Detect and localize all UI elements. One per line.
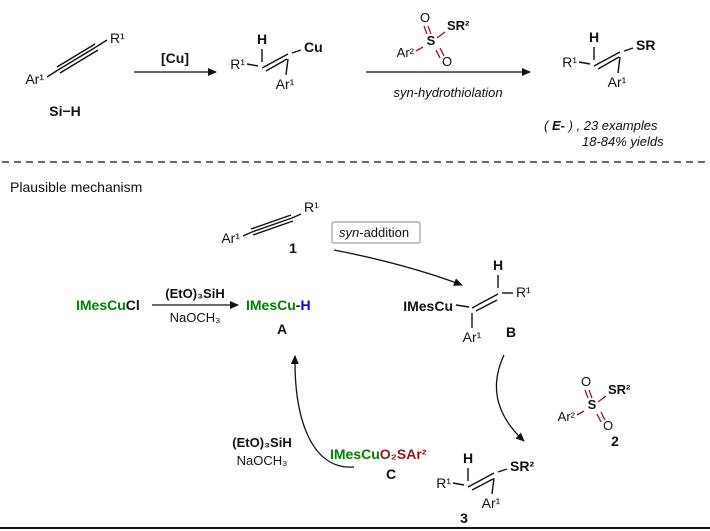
oxygen-bottom-label: O: [442, 54, 452, 69]
r1-label: R¹: [562, 54, 577, 70]
stereo-examples-note: ( E- ) , 23 examples: [544, 118, 658, 133]
ar2-label: Ar²: [397, 45, 415, 60]
addition-text: -addition: [359, 225, 409, 240]
syn-addition-label: syn-addition: [339, 225, 409, 240]
hydride-h: H: [300, 297, 310, 313]
h-label: H: [493, 257, 503, 273]
thiosulfonate-bonds: [415, 25, 446, 59]
imescu-part: IMesCu: [76, 297, 126, 313]
e-configuration-label: E-: [552, 118, 565, 133]
thiosulfonate-reagent-structure: O S SR² Ar² O: [397, 10, 470, 69]
compound-3-label: 3: [460, 510, 468, 526]
yields-note: 18-84% yields: [582, 134, 664, 149]
ar1-label: Ar¹: [482, 495, 501, 511]
cu-label: Cu: [304, 39, 323, 55]
species-a-label: A: [277, 321, 287, 337]
sulfur-label: S: [427, 33, 436, 48]
sulfinate-part: O₂SAr²: [380, 446, 427, 462]
cu-catalyst-label: [Cu]: [161, 50, 189, 66]
base-label: NaOCH₃: [237, 453, 288, 468]
h-label: H: [589, 29, 599, 45]
imescu-part: IMesCu: [246, 297, 296, 313]
oxygen-top-label: O: [420, 10, 430, 25]
species-b-label: B: [506, 324, 516, 340]
ar1-label: Ar¹: [276, 76, 295, 92]
vinyl-sulfide-product-structure: H SR R¹ Ar¹: [562, 29, 655, 90]
imescu-part: IMesCu: [330, 446, 380, 462]
silane-label: (EtO)₃SiH: [165, 286, 224, 301]
alkyne-substrate-structure: Ar¹ R¹ Si−H: [25, 30, 125, 119]
r1-label: R¹: [304, 199, 319, 215]
r1-label: R¹: [230, 56, 245, 72]
cl-part: Cl: [126, 297, 140, 313]
ar1-label: Ar¹: [608, 74, 627, 90]
sulfur-label: S: [588, 397, 597, 412]
syn-italic: syn: [339, 225, 359, 240]
reaction-name-label: syn-hydrothiolation: [393, 85, 502, 100]
thiosulfonate-2-structure: O S SR² Ar² O 2: [558, 374, 631, 449]
mechanism-section: Plausible mechanism Ar¹ R¹ 1 syn-additio…: [10, 179, 631, 526]
r1-label: R¹: [436, 475, 451, 491]
syn-addition-box: syn-addition: [331, 221, 421, 244]
vinylcopper-structure: H Cu R¹ Ar¹: [230, 31, 322, 92]
ar1-label: Ar¹: [463, 329, 482, 345]
thiosulfonate-2-bonds: [576, 389, 607, 423]
examples-count-label: ) , 23 examples: [565, 118, 658, 133]
regeneration-reagents: (EtO)₃SiH NaOCH₃: [232, 435, 291, 468]
sr2-label: SR²: [608, 382, 631, 397]
regeneration-arrow: [290, 355, 355, 468]
si-h-label: Si−H: [49, 103, 81, 119]
sr2-label: SR²: [510, 458, 534, 474]
copper-sulfinate-c: IMesCuO₂SAr² C: [330, 446, 427, 482]
ar2-label: Ar²: [558, 409, 576, 424]
h-label: H: [463, 450, 473, 466]
oxygen-top-label: O: [581, 374, 591, 389]
species-c-label: C: [386, 466, 396, 482]
thiolation-arrow: [495, 354, 525, 442]
vinylcopper-b-structure: IMesCu H R¹ Ar¹ B: [403, 257, 531, 345]
cu-catalysis-arrow: [Cu]: [134, 50, 217, 76]
syn-addition-arrow: [333, 249, 463, 286]
imescucl-label: IMesCuCl: [76, 297, 140, 313]
silane-label: (EtO)₃SiH: [232, 435, 291, 450]
product-3-structure: H SR² R¹ Ar¹ 3: [436, 450, 534, 526]
sr-label: SR: [636, 37, 655, 53]
bond-dash: -: [296, 297, 301, 313]
r1-label: R¹: [110, 30, 125, 46]
compound-1-label: 1: [289, 240, 297, 256]
r1-label: R¹: [516, 284, 531, 300]
catalyst-activation: IMesCuCl (EtO)₃SiH NaOCH₃ IMesCu-H A: [76, 286, 311, 337]
syn-addition-frame: [331, 221, 421, 244]
ar1-label: Ar¹: [25, 71, 44, 87]
imescu-label: IMesCu: [403, 298, 453, 314]
compound-2-label: 2: [611, 433, 619, 449]
mechanism-alkyne-structure: Ar¹ R¹ 1: [221, 199, 319, 256]
results-note: ( E- ) , 23 examples 18-84% yields: [544, 118, 664, 149]
imescu-hydride-label: IMesCu-H: [246, 297, 311, 313]
note-open: (: [544, 118, 552, 133]
mechanism-title: Plausible mechanism: [10, 179, 142, 195]
hydrothiolation-arrow: syn-hydrothiolation: [366, 68, 531, 100]
h-label: H: [257, 31, 267, 47]
top-reaction-scheme: Ar¹ R¹ Si−H [Cu] H Cu R¹ Ar¹: [25, 10, 664, 149]
ar1-label: Ar¹: [221, 230, 240, 246]
oxygen-bottom-label: O: [603, 418, 613, 433]
imescu-sulfinate-label: IMesCuO₂SAr²: [330, 446, 427, 462]
base-label: NaOCH₃: [170, 310, 221, 325]
sr2-label: SR²: [447, 18, 470, 33]
